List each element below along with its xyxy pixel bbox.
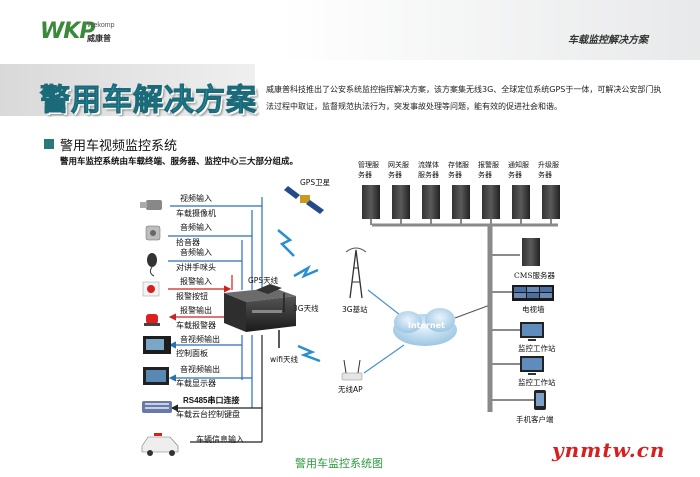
server-icon <box>392 185 410 219</box>
server-label: 流媒体 <box>418 161 439 169</box>
cms-server-icon <box>522 238 540 266</box>
client-label: CMS服务器 <box>514 271 556 280</box>
dvr-bus-lines <box>231 197 263 442</box>
wifi-antenna-label: wifi天线 <box>270 355 298 364</box>
siren-icon <box>144 314 160 326</box>
server-label: 通知服 <box>508 161 529 169</box>
device-name-label: 控制面板 <box>176 349 208 358</box>
logo-wordmark: WKP <box>40 19 95 44</box>
device-signal-label: 音频输入 <box>180 248 212 257</box>
ptz-keyboard-icon <box>142 401 172 413</box>
workstation-icon <box>520 356 544 375</box>
wireless-ap-label: 无线AP <box>338 385 363 394</box>
vehicle-monitor-icon <box>143 367 169 385</box>
gps-antenna-label: GPS天线 <box>248 276 279 285</box>
server-label: 务器 <box>358 171 372 179</box>
police-car-icon <box>141 433 179 456</box>
device-name-label: 对讲手咪头 <box>176 263 216 272</box>
mobile-phone-icon <box>534 390 546 410</box>
server-label: 务器 <box>448 171 462 179</box>
device-signal-label: 音视频输出 <box>180 335 220 344</box>
device-name-label: 车辆信息输入 <box>196 435 244 444</box>
wireless-ap-icon <box>341 359 363 381</box>
device-name-label: 车载显示器 <box>176 379 216 388</box>
handset-icon <box>147 253 157 277</box>
header-band <box>0 0 700 60</box>
client-label: 电视墙 <box>522 305 545 314</box>
server-label: 务器 <box>508 171 522 179</box>
3g-antenna-label: 3G天线 <box>293 304 319 313</box>
device-signal-label: RS485串口连接 <box>183 396 240 405</box>
workstation-icon <box>520 322 544 341</box>
base-station-label: 3G基站 <box>342 305 368 314</box>
brand-logo: WKP <box>40 19 95 44</box>
logo-chinese: 威康普 <box>87 34 111 43</box>
header-title: 车载监控解决方案 <box>568 35 648 46</box>
watermark: ynmtw.cn <box>552 438 666 462</box>
device-signal-label: 视频输入 <box>180 194 212 203</box>
server-label: 报警服 <box>478 161 499 169</box>
device-signal-label: 报警输出 <box>180 306 212 315</box>
client-label: 监控工作站 <box>518 378 556 387</box>
3g-signal-icon <box>293 264 319 279</box>
client-label: 监控工作站 <box>518 344 556 353</box>
server-icon <box>482 185 500 219</box>
server-icon <box>512 185 530 219</box>
section-subtitle: 警用车监控系统由车载终端、服务器、监控中心三大部分组成。 <box>60 157 299 167</box>
hero-description: 威康普科技推出了公安系统监控指挥解决方案，该方案集无线3G、全球定位系统GPS于… <box>266 85 662 111</box>
device-signal-label: 音频输入 <box>180 223 212 232</box>
server-label: 服务器 <box>418 171 439 179</box>
server-label: 务器 <box>388 171 402 179</box>
device-name-label: 车载报警器 <box>176 321 216 330</box>
client-label: 手机客户端 <box>516 415 554 424</box>
server-icon <box>452 185 470 219</box>
logo-english: Wekomp <box>87 22 115 29</box>
server-label: 存储服 <box>448 161 469 169</box>
server-rack <box>362 185 560 225</box>
internet-label: Internet <box>408 321 445 330</box>
server-label: 升级服 <box>538 161 559 169</box>
server-label: 网关服 <box>388 161 409 169</box>
dvr-terminal-icon <box>224 288 296 332</box>
server-label: 管理服 <box>358 161 379 169</box>
base-station-icon <box>345 247 367 299</box>
tv-wall-icon <box>512 285 554 301</box>
server-label: 务器 <box>538 171 552 179</box>
hero-title: 警用车解决方案 <box>40 83 257 119</box>
device-signal-label: 报警输入 <box>180 277 212 286</box>
alarm-button-icon <box>142 281 160 297</box>
device-name-label: 拾音器 <box>176 238 200 247</box>
gps-antenna-icon <box>256 284 282 294</box>
wifi-signal-icon <box>297 344 321 363</box>
server-icon <box>542 185 560 219</box>
network-links <box>363 223 558 412</box>
diagram-caption: 警用车监控系统图 <box>295 457 383 470</box>
control-panel-icon <box>143 336 171 354</box>
microphone-icon <box>145 225 161 241</box>
hero-title-bar <box>0 64 255 116</box>
gps-satellite-label: GPS卫星 <box>300 178 331 187</box>
server-icon <box>362 185 380 219</box>
server-label: 务器 <box>478 171 492 179</box>
server-icon <box>422 185 440 219</box>
device-name-label: 车载摄像机 <box>176 209 216 218</box>
section-title: 警用车视频监控系统 <box>60 139 178 154</box>
client-links <box>490 254 534 401</box>
device-name-label: 报警按钮 <box>176 292 208 301</box>
gps-satellite-icon <box>284 186 324 214</box>
device-name-label: 车载云台控制键盘 <box>176 410 240 419</box>
camera-icon <box>140 200 162 210</box>
gps-signal-icon <box>277 229 295 257</box>
device-arrows <box>168 205 262 443</box>
section-bullet-icon <box>44 139 54 149</box>
device-signal-label: 音视频输出 <box>180 365 220 374</box>
internet-cloud-icon <box>393 308 457 346</box>
